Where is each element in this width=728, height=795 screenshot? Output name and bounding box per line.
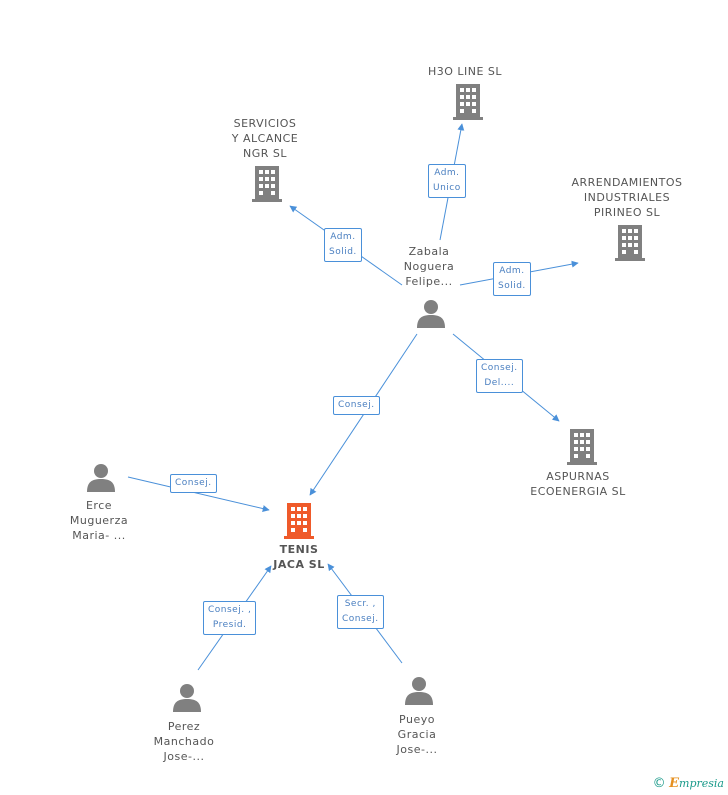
edge-label-line: Solid. [329, 247, 357, 257]
copyright-brand[interactable]: © Empresia [653, 776, 724, 791]
node-label-line: ECOENERGIA SL [530, 485, 626, 498]
edge-label-line: Unico [433, 183, 461, 193]
node-label-line: Erce [85, 499, 113, 512]
edge-label-zabala-arrendamientos[interactable]: Adm. Solid. [493, 262, 531, 296]
node-label-perez[interactable]: Perez Manchado Jose-... [134, 719, 234, 764]
building-icon[interactable] [615, 225, 645, 261]
node-label-line: PIRINEO SL [593, 206, 661, 219]
node-label-line: Y ALCANCE [231, 132, 299, 145]
edge-label-zabala-servicios[interactable]: Adm. Solid. [324, 228, 362, 262]
edge-label-zabala-tenis[interactable]: Consej. [333, 396, 380, 415]
person-icon[interactable] [404, 676, 434, 706]
brand-logo-text: mpresia [679, 777, 724, 790]
edge-label-line: Consej. , [208, 605, 252, 615]
node-label-aspurnas[interactable]: ASPURNAS ECOENERGIA SL [518, 469, 638, 499]
node-label-line: Zabala [408, 245, 450, 258]
edge-label-line: Solid. [498, 281, 526, 291]
edge-label-line: Presid. [212, 620, 247, 630]
edge-label-line: Adm. [434, 168, 460, 178]
edge-label-erce-tenis[interactable]: Consej. [170, 474, 217, 493]
edge-label-line: Consej. [342, 614, 379, 624]
node-label-line: SERVICIOS [233, 117, 297, 130]
node-label-servicios[interactable]: SERVICIOS Y ALCANCE NGR SL [205, 116, 325, 161]
edge-label-perez-tenis[interactable]: Consej. , Presid. [203, 601, 257, 635]
node-label-pueyo[interactable]: Pueyo Gracia Jose-... [367, 712, 467, 757]
node-label-line: Felipe... [405, 275, 453, 288]
edge-label-line: Secr. , [344, 599, 376, 609]
node-label-arrendamientos[interactable]: ARRENDAMIENTOS INDUSTRIALES PIRINEO SL [562, 175, 692, 220]
person-icon[interactable] [172, 683, 202, 713]
node-label-h3o[interactable]: H3O LINE SL [405, 64, 525, 79]
node-label-line: INDUSTRIALES [583, 191, 671, 204]
node-label-erce[interactable]: Erce Muguerza Maria- ... [49, 498, 149, 543]
edge-label-line: Consej. [338, 400, 375, 410]
node-label-line: H3O LINE SL [427, 65, 503, 78]
copyright-icon: © [652, 776, 666, 791]
edge-label-line: Adm. [330, 232, 356, 242]
person-icon[interactable] [86, 463, 116, 493]
edge-label-zabala-aspurnas[interactable]: Consej. Del.... [476, 359, 523, 393]
edge-erce-tenis [127, 476, 270, 512]
edge-label-line: Del.... [484, 378, 515, 388]
node-label-line: Pueyo [399, 713, 435, 726]
node-label-line: Jose-... [396, 743, 438, 756]
node-label-line: Muguerza [69, 514, 129, 527]
building-icon[interactable] [453, 84, 483, 120]
edge-label-line: Consej. [175, 478, 212, 488]
edge-label-zabala-h3o[interactable]: Adm. Unico [428, 164, 466, 198]
node-label-line: ASPURNAS [546, 470, 610, 483]
node-label-line: Maria- ... [72, 529, 126, 542]
node-label-line: Manchado [153, 735, 215, 748]
node-label-line: Perez [167, 720, 201, 733]
node-label-line: Jose-... [163, 750, 205, 763]
edge-label-line: Adm. [499, 266, 525, 276]
node-label-line: ARRENDAMIENTOS [571, 176, 683, 189]
node-label-line: TENIS [279, 543, 319, 556]
building-icon[interactable] [252, 166, 282, 202]
edge-label-pueyo-tenis[interactable]: Secr. , Consej. [337, 595, 384, 629]
node-label-line: JACA SL [273, 558, 325, 571]
building-icon[interactable] [567, 429, 597, 465]
node-label-line: NGR SL [242, 147, 287, 160]
edge-label-line: Consej. [481, 363, 518, 373]
building-icon[interactable] [284, 503, 314, 539]
node-label-line: Gracia [397, 728, 437, 741]
brand-logo-initial: E [669, 776, 680, 791]
node-label-line: Noguera [403, 260, 455, 273]
node-label-tenis[interactable]: TENIS JACA SL [249, 542, 349, 572]
node-label-zabala[interactable]: Zabala Noguera Felipe... [379, 244, 479, 289]
person-icon[interactable] [416, 299, 446, 329]
